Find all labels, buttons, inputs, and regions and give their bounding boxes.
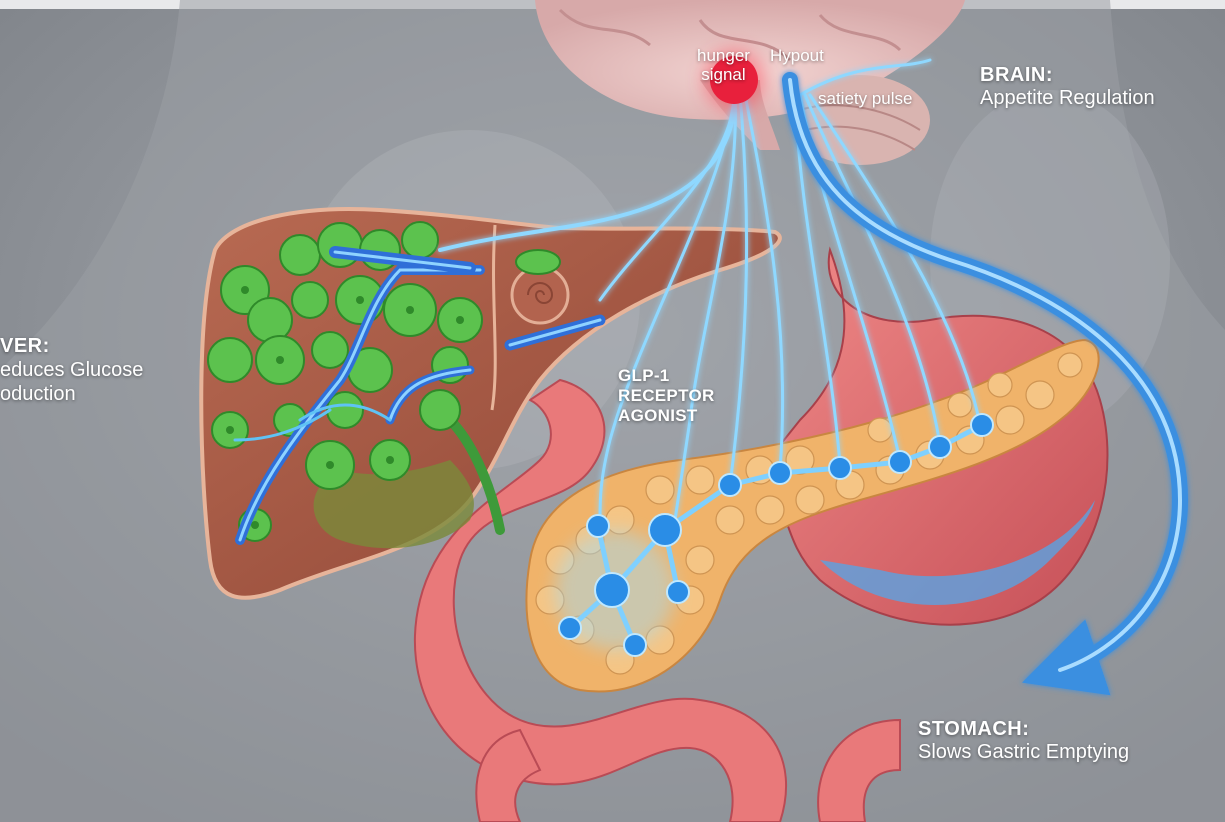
brain-description: Appetite Regulation <box>980 87 1155 109</box>
hunger-dot <box>710 56 758 104</box>
hunger-label-line2: signal <box>701 65 746 84</box>
receptor-molecule <box>555 413 994 657</box>
hunger-label-line1: hunger <box>697 46 750 65</box>
stomach-callout: STOMACH: Slows Gastric Emptying <box>918 718 1129 764</box>
agonist-callout: GLP-1 RECEPTOR AGONIST <box>618 366 715 426</box>
brain-heading: BRAIN: <box>980 64 1053 86</box>
liver-channels <box>233 246 606 545</box>
hunger-signal-label: hunger signal <box>697 46 750 84</box>
satiety-pulse-label: satiety pulse <box>818 89 913 108</box>
liver-description-line1: educes Glucose <box>0 359 144 381</box>
stomach-heading: STOMACH: <box>918 718 1030 740</box>
stomach-description: Slows Gastric Emptying <box>918 741 1130 763</box>
liver-description-line2: oduction <box>0 383 76 405</box>
liver-heading: VER: <box>0 335 50 357</box>
intestine <box>413 378 901 822</box>
agonist-line2: RECEPTOR <box>618 386 715 405</box>
hypout-label: Hypout <box>770 46 824 65</box>
brain-callout: BRAIN: Appetite Regulation <box>980 64 1155 110</box>
agonist-line1: GLP-1 <box>618 366 670 385</box>
liver-callout: VER: educes Glucose oduction <box>0 334 143 406</box>
agonist-line3: AGONIST <box>618 406 698 425</box>
signal-fibers <box>438 58 982 522</box>
